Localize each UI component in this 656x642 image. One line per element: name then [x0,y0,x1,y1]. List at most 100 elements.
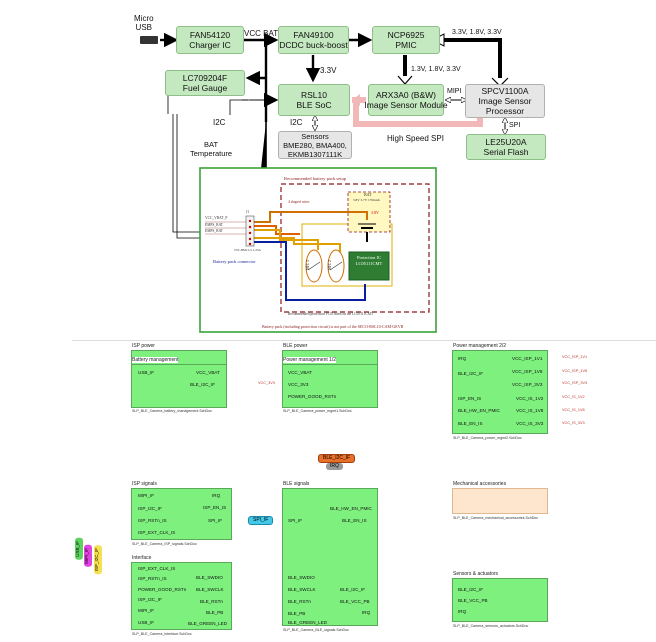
port-sa-vcc-pb: BLE_VCC_PB [458,598,488,603]
net-vcc-3v3: VCC_3V3 [258,381,275,385]
sheet-isp-power-title: ISP power [132,343,155,349]
port-isp-irq: IRQ [212,493,221,498]
schematic-border [72,340,656,341]
bat-temp-label: BAT Temperature [190,140,233,158]
dcdc-block: FAN49100 DCDC buck-boost [278,26,349,54]
port-if-swdio: BLE_SWDIO [196,575,223,580]
port-isp-clk: ISP_EXT_CLK_IS [138,530,176,535]
sheet-sensors[interactable] [452,578,548,622]
bus-tag-ble-i2c: BLE_I2C_IF [318,454,356,463]
port-pm2-irq: IRQ [458,356,467,361]
port-ble-irq: IRQ [362,610,371,615]
sensors-block: Sensors BME280, BMA400, EKMB1307111K [278,131,352,159]
port-pm2-r1: VCC_ISP_1V8 [512,369,543,374]
rail-label-5: VCC_IS_3V3 [562,421,585,425]
sheet-power-mgmt-1-title: Power management 1/2 [283,357,337,363]
spi-label: SPI [509,122,521,129]
bat-value: 3.8V [371,210,379,215]
sheet-mechanical[interactable] [452,488,548,514]
port-pm2-isp-en: ISP_EN_IS [458,396,482,401]
sheet-mechanical-title: Mechanical accessories [453,481,507,487]
port-ble-spi: SPI_IF [288,518,303,523]
sheet-ble-signals-title: BLE signals [283,481,310,487]
port-isp-spi: SPI_IF [208,518,223,523]
micro-usb-label: Micro USB [134,14,154,32]
port-isp-i2c: ISP_I2C_IF [138,506,162,511]
conn-part: TSC-BM12-5-1-2SG [234,248,262,252]
port-ble-swclk: BLE_SWCLK [288,587,316,592]
port-pm2-hw-en: BLE_HW_EN_PMIC [458,408,500,413]
port-ble-vcc-pb: BLE_VCC_PB [340,599,370,604]
conn-pin-3: EMPS_BAT [205,229,223,233]
serial-flash-block: LE25U20A Serial Flash [466,134,546,160]
port-if-usb: USB_IF [138,620,155,625]
bus-tag-mipi: MIPI_IF [84,545,92,567]
sheet-power-mgmt-2[interactable] [452,350,548,434]
port-pm2-ble-en: BLE_EN_IS [458,421,483,426]
port-pm2-r4: VCC_IS_1V8 [516,408,544,413]
image-sensor-module-block: ARX3A0 (B&W) Image Sensor Module [364,84,448,116]
port-pm2-i2c: BLE_I2C_IF [458,371,484,376]
note-bottom: Battery pack (including protection circu… [262,324,404,329]
rail-label-4: VCC_IS_1V8 [562,408,585,412]
fuel-gauge-block: LC709204F Fuel Gauge [165,70,245,96]
sheet-power-mgmt-1-file: SLP_BLE_Camera_power_mgmt1.SchDoc [283,409,352,413]
vcc-bat-label: VCC BAT [244,29,279,38]
port-if-rst2: BLE_RSTn [200,599,223,604]
sheet-battery-mgmt-title: Battery management [132,357,179,363]
port-bm-vbat: VCC_VBAT [196,370,220,375]
note-wires: 4 shaped wires [288,200,310,204]
battery-wires [205,211,376,301]
port-if-pgood: POWER_GOOD_RSTn [138,587,187,592]
isp-block: SPCV1100A Image Sensor Processor [465,84,545,118]
ntc2-label: NTC 2 [328,260,332,270]
port-ble-pb: BLE_PB [288,611,306,616]
port-sa-i2c: BLE_I2C_IF [458,587,484,592]
sheet-power-mgmt-2-file: SLP_BLE_Camera_power_mgmt2.SchDoc [453,436,522,440]
bat-spec: 3.8V 3.7V 170mAh [353,198,380,202]
sheet-sensors-title: Sensors & actuators [453,571,499,577]
sheet-interface[interactable] [131,562,232,630]
port-isp-mipi: MIPI_IF [138,493,155,498]
sheet-ble-signals[interactable] [282,488,378,626]
ntc-resistors [305,249,345,283]
sheet-interface-file: SLP_BLE_Camera_interface.SchDoc [132,632,192,636]
pmic-rails2-label: 1.3V, 1.8V, 3.3V [411,66,461,73]
port-pm2-r2: VCC_ISP_3V3 [512,382,543,387]
port-if-i2c: ISP_I2C_IF [138,597,162,602]
bat-label: BAT [364,192,372,197]
port-pm2-r3: VCC_IS_1V2 [516,396,544,401]
sheet-battery-mgmt[interactable] [131,364,227,408]
sheet-mechanical-file: SLP_BLE_Camera_mechanical_accessories.Sc… [453,516,539,520]
usb-connector-icon [140,36,158,44]
port-ble-i2c: BLE_I2C_IF [340,587,366,592]
bus-tag-isp-i2c: ISP_I2C_IF [94,545,102,575]
port-sa-irq: IRQ [458,609,467,614]
mipi-label: MIPI [447,88,462,95]
battery-setup-title: Recommended battery pack setup [284,176,347,181]
port-ble-swdio: BLE_SWDIO [288,575,315,580]
bus-tag-usb: USB_IF [75,538,83,560]
port-isp-en: ISP_EN_IS [203,505,227,510]
port-if-clk: ISP_EXT_CLK_IS [138,566,176,571]
bus-tag-irq: IRQ [326,463,343,470]
battery-connector-title: Battery pack connector [213,259,256,264]
rail-label-2: VCC_ISP_3V3 [562,381,588,385]
v33-label: 3.3V [320,66,337,75]
sheet-power-mgmt-1[interactable] [282,364,378,408]
port-pm1-pgood: POWER_GOOD_RSTn [288,394,337,399]
port-isp-rst: ISP_RSTn_IS [138,518,167,523]
port-ble-en-is: BLE_EN_IS [342,518,367,523]
hs-spi-label: High Speed SPI [387,134,444,143]
pmic-block: NCP6925 PMIC [372,26,440,54]
protection-ic: Protection IC LC05111CMT [355,255,383,266]
bus-tag-spi: SPI_IF [248,516,274,525]
sheet-isp-signals[interactable] [131,488,232,540]
port-if-swclk: BLE_SWCLK [196,587,224,592]
rail-label-3: VCC_IS_1V2 [562,395,585,399]
charger-ic-block: FAN54120 Charger IC [176,26,244,54]
i2c-mid-label: I2C [290,118,303,127]
sheet-interface-title: Interface [132,555,152,561]
port-ble-led: BLE_GREEN_LED [288,620,328,625]
